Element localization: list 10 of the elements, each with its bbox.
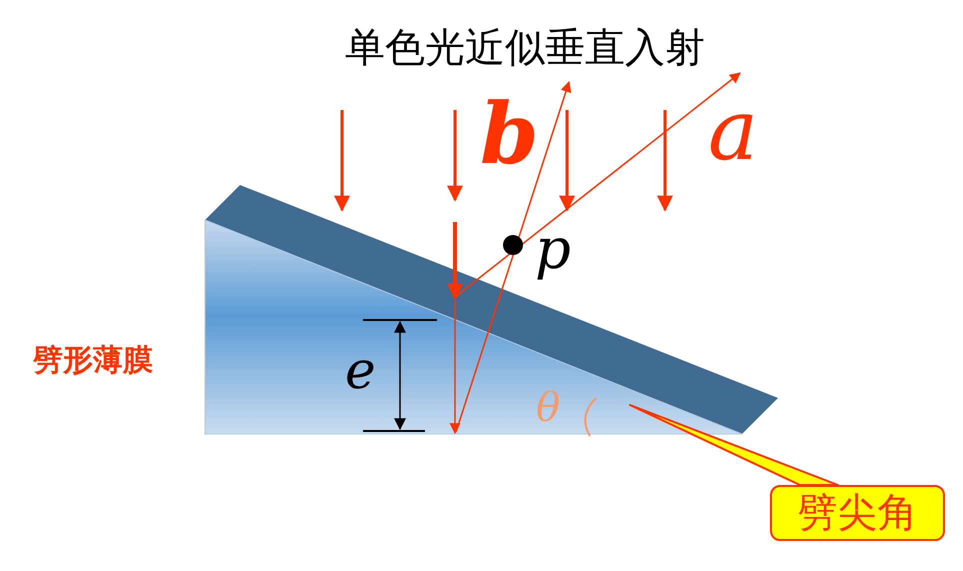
film-label: 劈形薄膜 bbox=[33, 346, 153, 376]
dimension-label: e bbox=[345, 345, 376, 397]
angle-label: θ bbox=[536, 388, 560, 428]
title-text: 单色光近似垂直入射 bbox=[345, 28, 705, 68]
ray-label: b bbox=[480, 92, 539, 176]
point-label: p bbox=[535, 222, 571, 278]
leader-line bbox=[629, 404, 839, 486]
callout-box: 劈尖角 bbox=[770, 485, 945, 541]
air-wedge bbox=[204, 219, 742, 434]
ray-label: a bbox=[708, 88, 758, 172]
